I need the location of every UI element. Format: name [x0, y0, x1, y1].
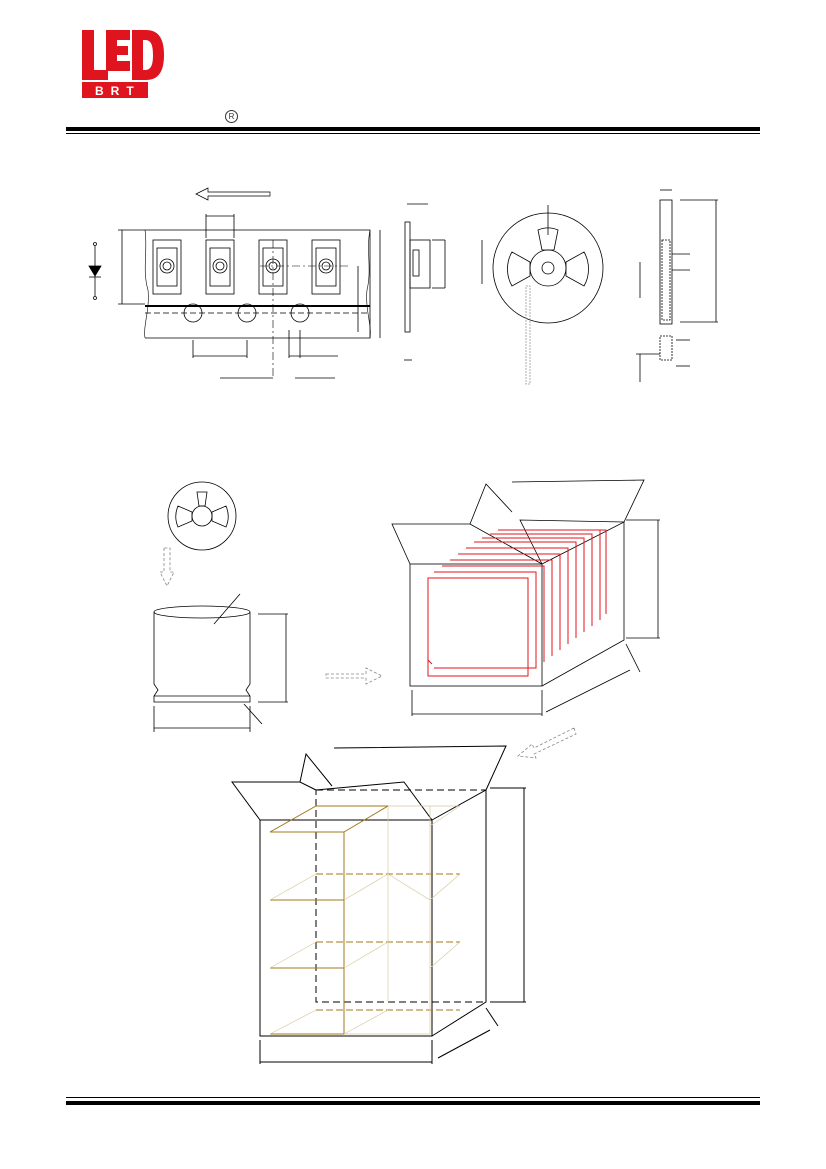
sprocket-hole — [290, 303, 310, 323]
outer-carton-diagram — [231, 745, 526, 1064]
tape-pocket — [311, 239, 341, 295]
carrier-tape-diagram — [88, 187, 381, 379]
registered-mark: R — [225, 110, 238, 123]
footer-rule-thick — [66, 1101, 760, 1105]
led-brt-logo-icon: BRT — [82, 30, 164, 98]
reel-side-view — [636, 189, 718, 382]
flow-arrow-icon — [517, 727, 577, 759]
stacked-inner-boxes — [269, 805, 461, 1035]
flow-arrow-icon — [325, 667, 383, 685]
sprocket-hole — [237, 303, 257, 323]
tape-pocket — [152, 239, 182, 295]
sprocket-hole — [183, 303, 203, 323]
tape-pocket — [205, 239, 235, 295]
reels-in-carton — [427, 529, 607, 677]
header-rule-thick — [66, 127, 760, 131]
tape-side-view — [404, 203, 446, 361]
reel-diagram — [481, 205, 604, 385]
company-logo: BRT R — [76, 26, 238, 123]
logo-subtext: BRT — [95, 84, 141, 98]
inner-carton-diagram — [391, 479, 660, 716]
header-rule-thin — [66, 133, 760, 134]
led-polarity-icon — [88, 242, 102, 300]
moisture-bag-diagram — [153, 481, 288, 732]
feed-direction-arrow-icon — [195, 187, 271, 201]
footer-rule-thin — [66, 1097, 760, 1098]
